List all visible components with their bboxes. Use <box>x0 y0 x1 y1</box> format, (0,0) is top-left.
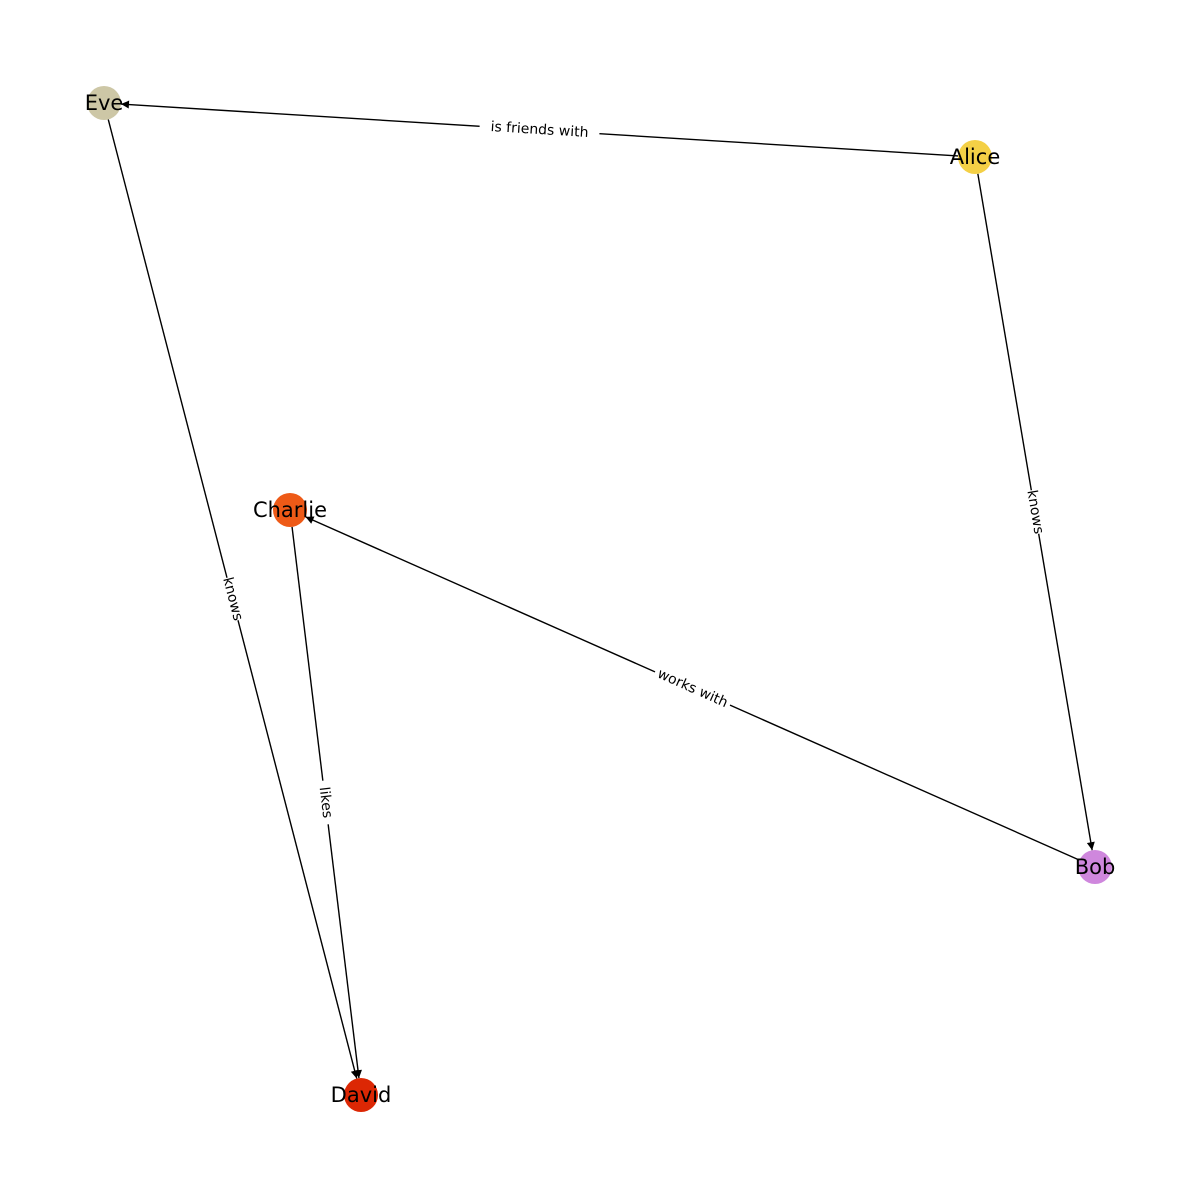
node-label: Eve <box>85 91 124 115</box>
node-eve[interactable]: Eve <box>85 86 124 120</box>
edge-label-group: knows <box>218 575 247 623</box>
edge-label: is friends with <box>490 119 589 141</box>
node-circle <box>273 493 307 527</box>
node-circle <box>1078 850 1112 884</box>
node-alice[interactable]: Alice <box>950 140 1001 174</box>
node-charlie[interactable]: Charlie <box>253 493 327 527</box>
edge-label-background <box>218 575 247 623</box>
edge-label-background <box>313 779 338 826</box>
node-david[interactable]: David <box>331 1078 392 1112</box>
edge-label-background <box>479 117 600 143</box>
edge-label: works with <box>655 666 730 711</box>
node-label: Alice <box>950 145 1001 169</box>
edge-label-group: works with <box>651 663 734 714</box>
node-circle <box>87 86 121 120</box>
edge-label-group: knows <box>1022 488 1048 536</box>
node-label: Bob <box>1075 855 1116 879</box>
edge-label: knows <box>1023 489 1046 535</box>
edge-label-group: is friends with <box>479 117 600 143</box>
edge-label: likes <box>316 786 336 819</box>
edge-label: knows <box>219 576 246 623</box>
node-circle <box>344 1078 378 1112</box>
edge-label-group: likes <box>313 779 338 826</box>
edge-label-background <box>1022 488 1048 536</box>
node-circle <box>958 140 992 174</box>
node-label: David <box>331 1083 392 1107</box>
node-label: Charlie <box>253 498 327 522</box>
node-bob[interactable]: Bob <box>1075 850 1116 884</box>
edge-label-background <box>651 663 734 714</box>
edges-layer: is friends with knows works with likes knows <box>107 100 1095 1079</box>
